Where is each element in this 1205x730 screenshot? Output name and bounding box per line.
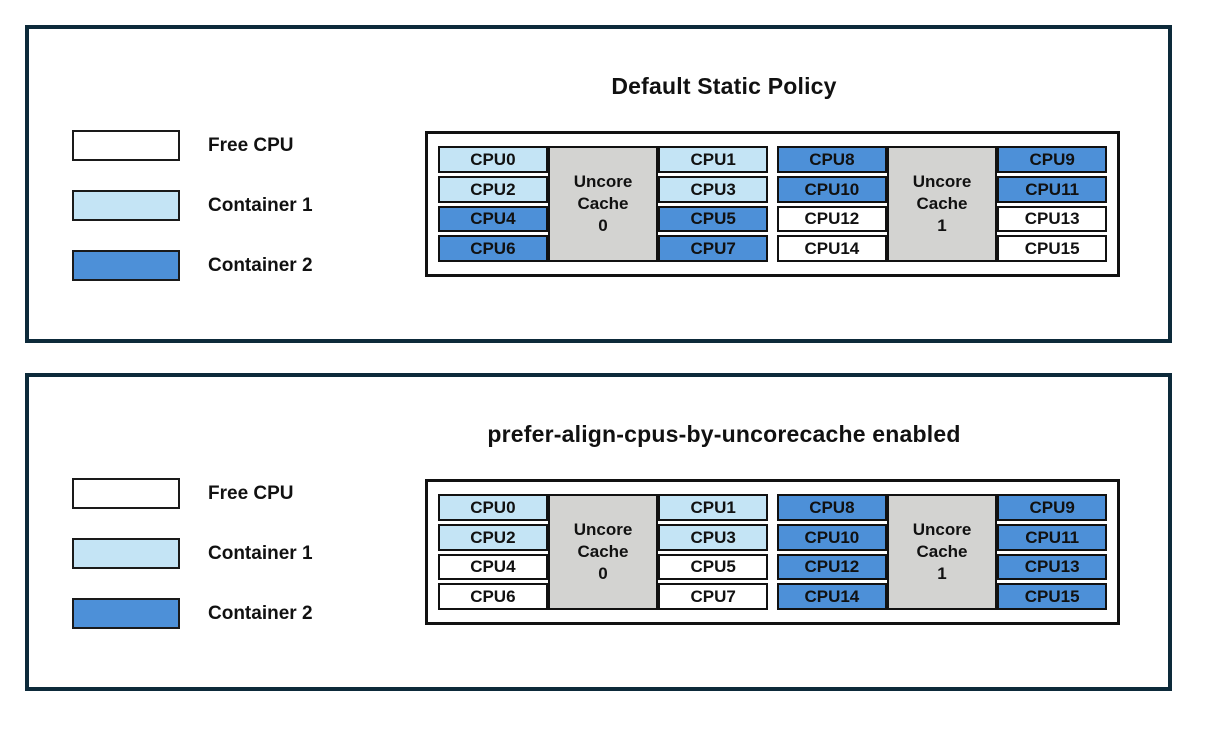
cpu-cell: CPU7 — [658, 583, 768, 610]
cpu-cell: CPU1 — [658, 494, 768, 521]
cpu-cell: CPU3 — [658, 523, 768, 551]
cpu-cell: CPU6 — [438, 235, 548, 262]
panel-title: Default Static Policy — [611, 73, 837, 99]
cpu-cell: CPU7 — [658, 235, 768, 262]
cpu-cell: CPU5 — [658, 553, 768, 581]
legend-swatch-free — [72, 478, 180, 509]
panel-title: prefer-align-cpus-by-uncorecache enabled — [487, 421, 961, 447]
uncore-cache-box-0: Uncore Cache 0 — [547, 146, 659, 262]
legend-swatch-container1 — [72, 190, 180, 221]
cpu-cell: CPU3 — [658, 175, 768, 203]
cpu-cell: CPU0 — [438, 146, 548, 173]
legend: Free CPU Container 1 Container 2 — [72, 130, 313, 281]
legend-swatch-container2 — [72, 598, 180, 629]
legend-item-container1: Container 1 — [72, 538, 313, 569]
cpu-cell: CPU0 — [438, 494, 548, 521]
cpu-cell: CPU11 — [997, 523, 1107, 551]
cpu-cell: CPU11 — [997, 175, 1107, 203]
legend-label: Free CPU — [208, 482, 294, 504]
cpu-cell: CPU8 — [777, 494, 887, 521]
cpu-cell: CPU2 — [438, 175, 548, 203]
cpu-cell: CPU12 — [777, 205, 887, 233]
cpu-cell: CPU5 — [658, 205, 768, 233]
legend-item-container1: Container 1 — [72, 190, 313, 221]
legend-label: Free CPU — [208, 134, 294, 156]
legend-label: Container 1 — [208, 194, 313, 216]
cpu-cell: CPU2 — [438, 523, 548, 551]
uncore-cache-box-1: Uncore Cache 1 — [886, 494, 998, 610]
cpu-cell: CPU4 — [438, 553, 548, 581]
legend-label: Container 2 — [208, 254, 313, 276]
cpu-cell: CPU6 — [438, 583, 548, 610]
cpu-cell: CPU14 — [777, 583, 887, 610]
cpu-cell: CPU15 — [997, 235, 1107, 262]
legend: Free CPU Container 1 Container 2 — [72, 478, 313, 629]
legend-item-free: Free CPU — [72, 478, 313, 509]
legend-item-container2: Container 2 — [72, 598, 313, 629]
legend-swatch-free — [72, 130, 180, 161]
panel-prefer-align-cpus-by-uncorecache: prefer-align-cpus-by-uncorecache enabled… — [25, 373, 1172, 691]
legend-item-free: Free CPU — [72, 130, 313, 161]
uncore-cache-box-0: Uncore Cache 0 — [547, 494, 659, 610]
cpu-cell: CPU9 — [997, 494, 1107, 521]
cpu-cell: CPU15 — [997, 583, 1107, 610]
cpu-cell: CPU9 — [997, 146, 1107, 173]
uncore-cache-box-1: Uncore Cache 1 — [886, 146, 998, 262]
legend-label: Container 2 — [208, 602, 313, 624]
legend-label: Container 1 — [208, 542, 313, 564]
legend-swatch-container1 — [72, 538, 180, 569]
cpu-cell: CPU12 — [777, 553, 887, 581]
cpu-cell: CPU13 — [997, 553, 1107, 581]
cpu-cell: CPU13 — [997, 205, 1107, 233]
legend-item-container2: Container 2 — [72, 250, 313, 281]
cpu-cell: CPU1 — [658, 146, 768, 173]
cpu-cell: CPU10 — [777, 175, 887, 203]
cpu-cell: CPU8 — [777, 146, 887, 173]
cpu-cell: CPU14 — [777, 235, 887, 262]
cpu-cell: CPU4 — [438, 205, 548, 233]
legend-swatch-container2 — [72, 250, 180, 281]
cpu-cell: CPU10 — [777, 523, 887, 551]
